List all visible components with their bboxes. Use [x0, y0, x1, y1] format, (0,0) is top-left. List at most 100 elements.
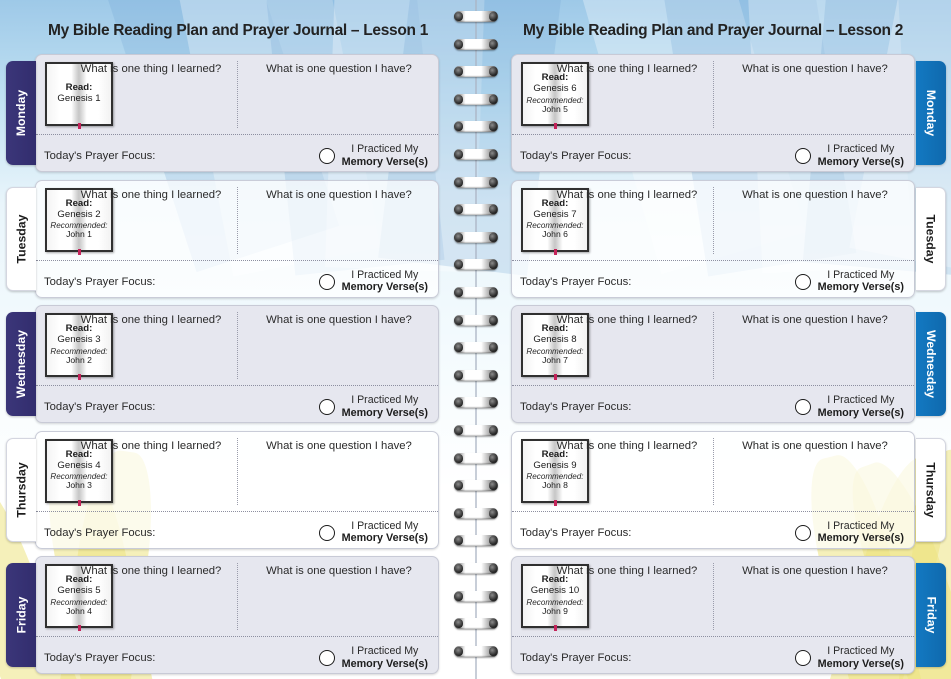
day-tab-monday[interactable]: Monday: [6, 61, 36, 165]
recommended-label: Recommended:: [50, 221, 108, 231]
question-have-label: What is one question I have?: [742, 188, 888, 201]
recommended-reading: John 6: [542, 229, 568, 240]
prayer-focus-label: Today's Prayer Focus:: [44, 275, 156, 288]
column-divider: [237, 437, 238, 505]
recommended-label: Recommended:: [526, 221, 584, 231]
day-tab-label: Tuesday: [14, 214, 29, 263]
day-tab-thursday[interactable]: Thursday: [916, 437, 946, 542]
spiral-ring: [454, 38, 498, 50]
spiral-ring: [454, 204, 498, 216]
spiral-ring: [454, 231, 498, 243]
memory-verse-checkbox[interactable]: [318, 273, 335, 290]
prayer-focus-label: Today's Prayer Focus:: [44, 652, 156, 664]
read-label: Read:: [65, 82, 93, 94]
memory-verse-line-1: I Practiced My: [827, 519, 895, 532]
read-label: Read:: [541, 323, 569, 335]
memory-verse-checkbox[interactable]: [794, 148, 811, 165]
question-learned-label: What is one thing I learned?: [556, 565, 698, 577]
memory-verse-checkbox[interactable]: [794, 399, 811, 416]
spiral-ring: [454, 397, 498, 409]
read-label: Read:: [65, 448, 93, 460]
prayer-focus-label: Today's Prayer Focus:: [44, 150, 156, 162]
column-divider: [713, 312, 714, 379]
recommended-reading: John 3: [66, 480, 92, 491]
column-divider: [237, 312, 238, 379]
memory-verse-checkbox[interactable]: [318, 524, 335, 541]
question-have-label: What is one question I have?: [742, 63, 888, 75]
read-label: Read:: [541, 72, 569, 84]
prayer-focus-label: Today's Prayer Focus:: [520, 275, 632, 288]
day-tab-wednesday[interactable]: Wednesday: [916, 312, 946, 416]
memory-verse-checkbox[interactable]: [794, 273, 811, 290]
question-have-label: What is one question I have?: [266, 63, 412, 75]
memory-verse-line-1: I Practiced My: [827, 268, 895, 281]
reading-reference: Genesis 9: [533, 459, 577, 471]
spiral-ring: [454, 645, 498, 657]
lesson-panel-1: My Bible Reading Plan and Prayer Journal…: [0, 22, 476, 674]
day-tab-wednesday[interactable]: Wednesday: [6, 312, 36, 416]
memory-verse-line-1: I Practiced My: [827, 394, 895, 406]
day-tab-monday[interactable]: Monday: [916, 61, 946, 165]
recommended-reading: John 4: [66, 605, 92, 616]
memory-verse-checkbox[interactable]: [794, 524, 811, 541]
recommended-label: Recommended:: [50, 472, 108, 482]
day-tab-friday[interactable]: Friday: [916, 563, 946, 667]
day-tab-tuesday[interactable]: Tuesday: [6, 186, 36, 291]
prayer-focus-label: Today's Prayer Focus:: [520, 526, 632, 539]
day-tab-tuesday[interactable]: Tuesday: [916, 186, 946, 291]
spiral-ring: [454, 11, 498, 22]
question-have-label: What is one question I have?: [266, 188, 412, 201]
question-learned-label: What is one thing I learned?: [556, 314, 698, 326]
memory-verse-checkbox[interactable]: [318, 148, 335, 165]
recommended-label: Recommended:: [526, 95, 584, 105]
memory-verse-line-1: I Practiced My: [351, 645, 419, 657]
memory-verse-checkbox[interactable]: [318, 650, 335, 667]
question-learned-label: What is one thing I learned?: [80, 63, 222, 75]
day-tab-label: Tuesday: [923, 214, 938, 263]
spiral-ring: [454, 342, 498, 354]
day-tab-thursday[interactable]: Thursday: [6, 437, 36, 542]
memory-verse-checkbox[interactable]: [794, 650, 811, 667]
prayer-focus-label: Today's Prayer Focus:: [44, 401, 156, 413]
day-tab-friday[interactable]: Friday: [6, 563, 36, 667]
memory-verse-checkbox[interactable]: [318, 399, 335, 416]
reading-reference: Genesis 4: [57, 459, 101, 471]
